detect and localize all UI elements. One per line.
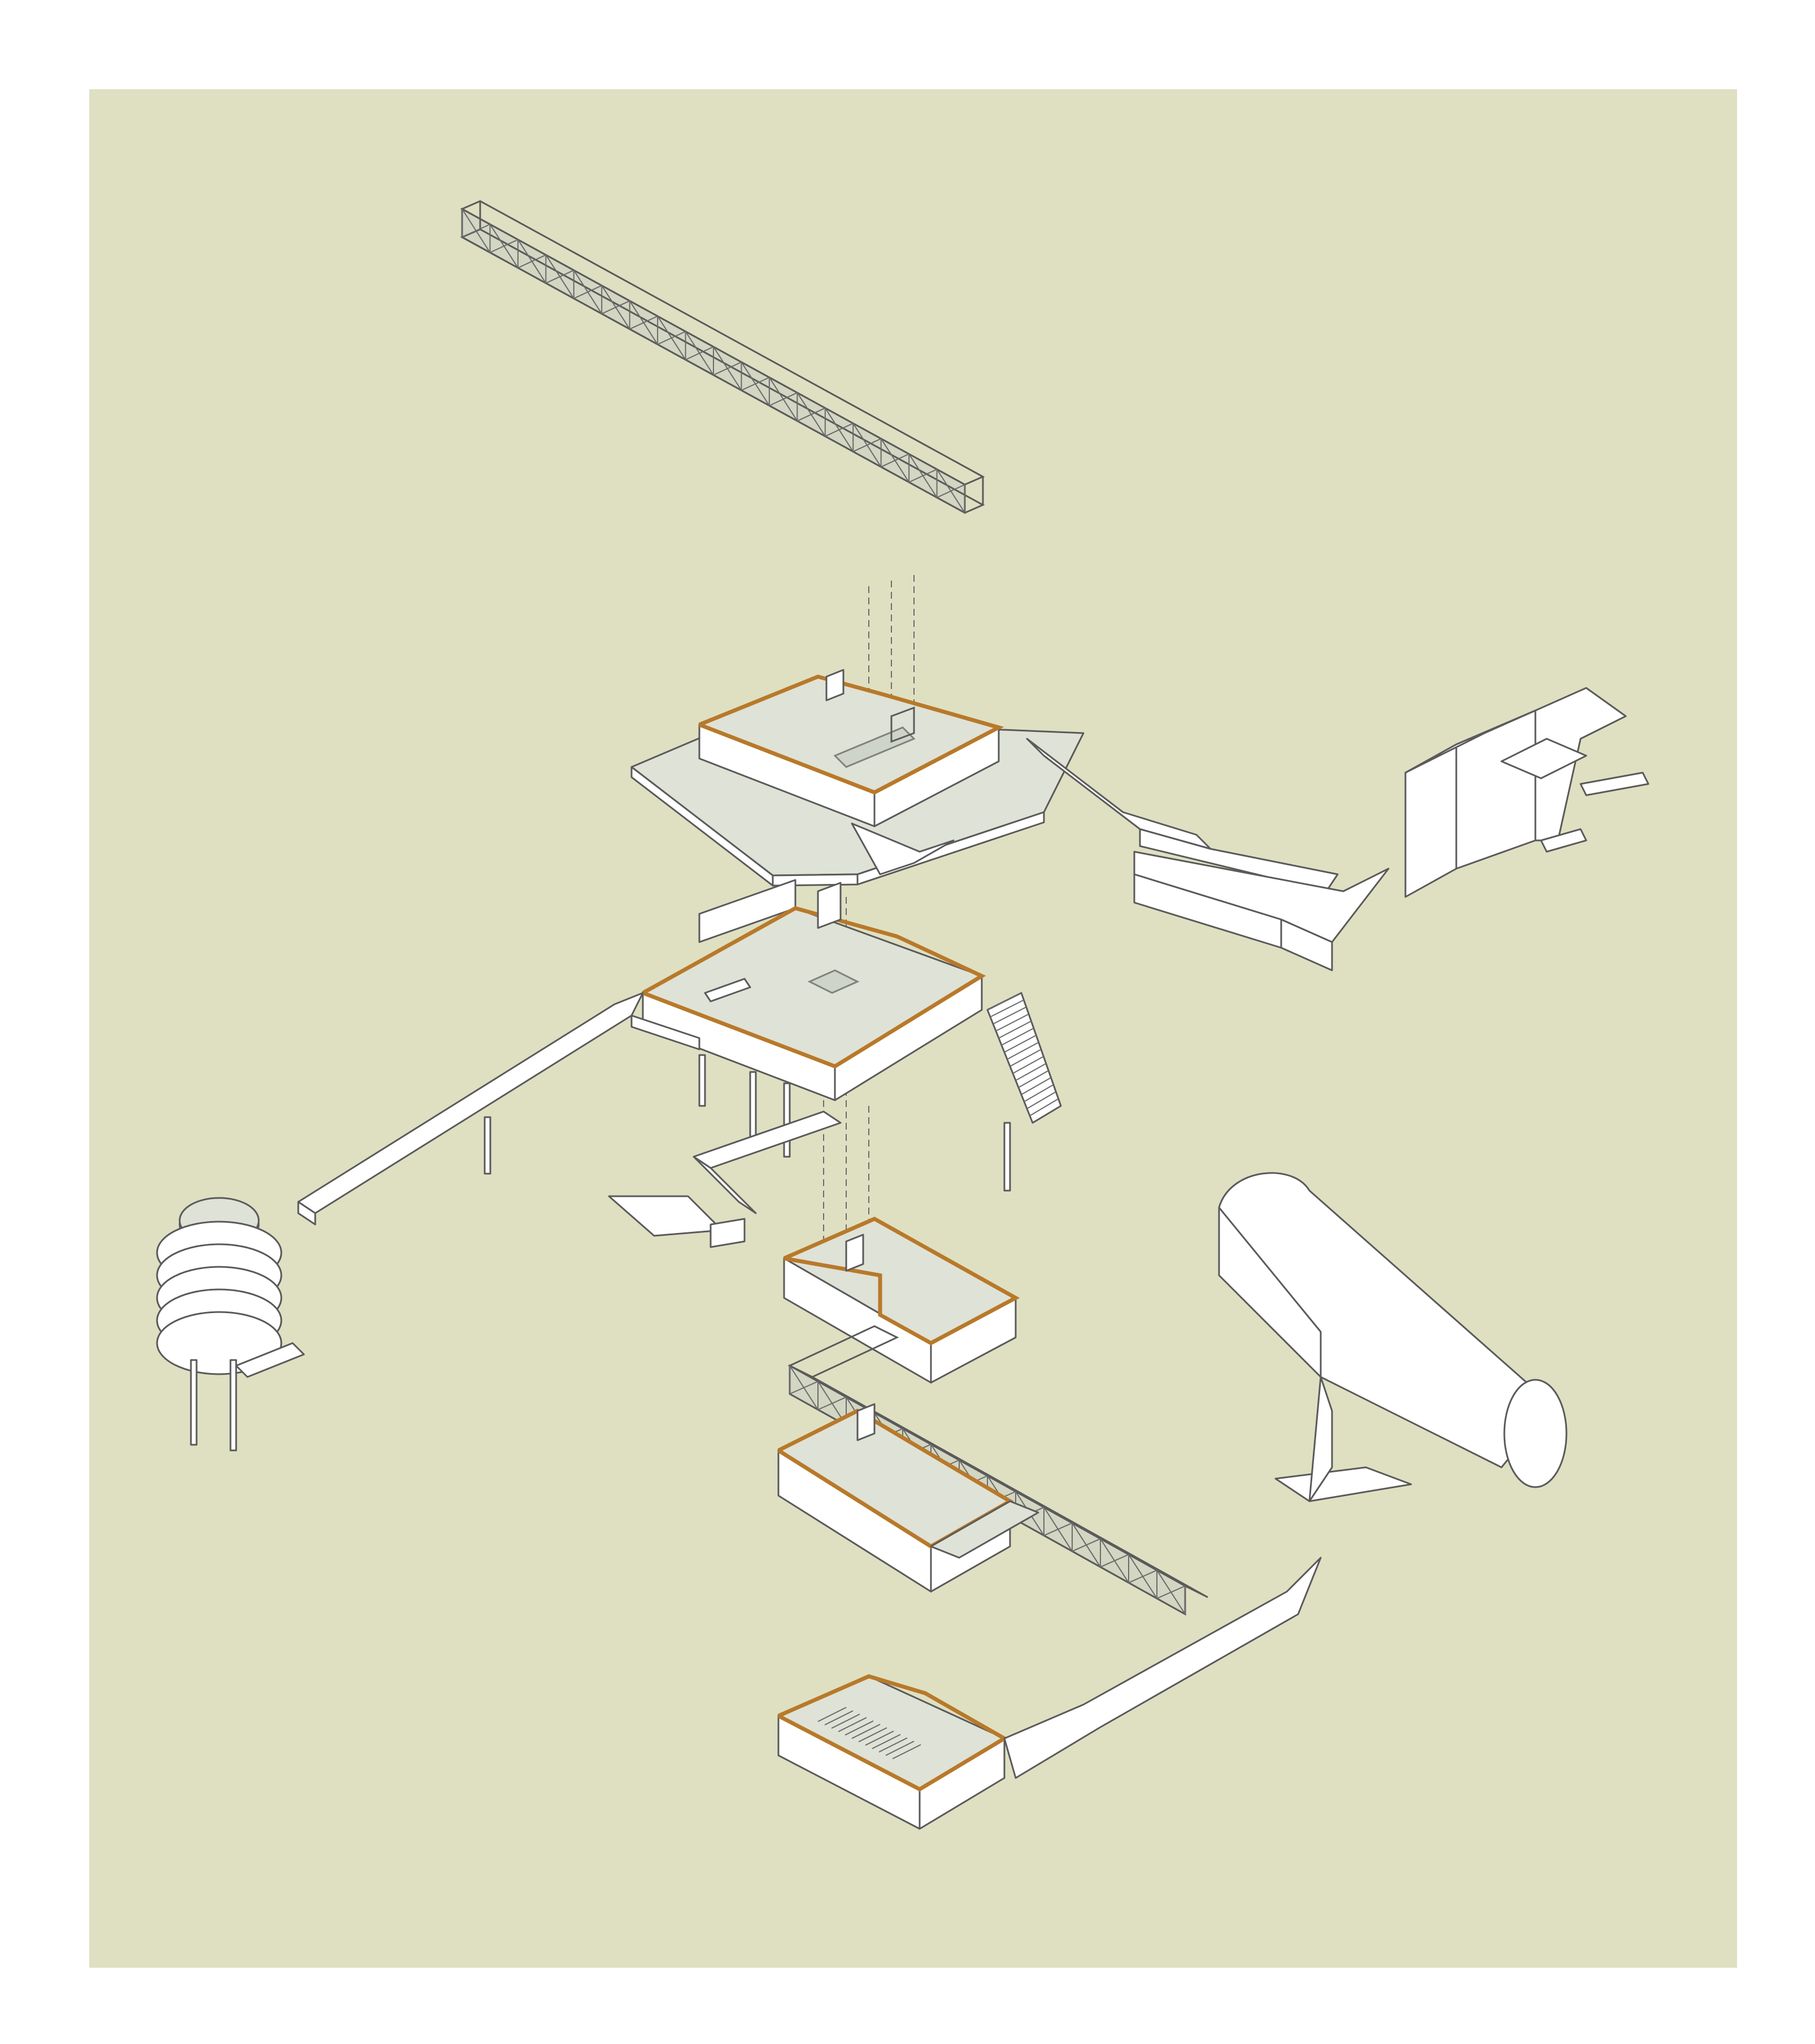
spiral-ramp-tower bbox=[156, 1197, 305, 1452]
tunnel bbox=[1003, 1172, 1568, 1779]
stair-bridge bbox=[608, 1110, 842, 1248]
lower-floor bbox=[777, 1403, 1039, 1593]
entrance-pavilion bbox=[1133, 687, 1649, 971]
drawing-panel bbox=[89, 89, 1737, 1968]
exploded-axonometric-drawing bbox=[89, 89, 1737, 1968]
main-floor bbox=[297, 822, 1062, 1226]
upper-floor bbox=[630, 669, 1339, 892]
roof-truss-bridge bbox=[460, 200, 985, 515]
middle-floor bbox=[783, 1217, 1020, 1384]
